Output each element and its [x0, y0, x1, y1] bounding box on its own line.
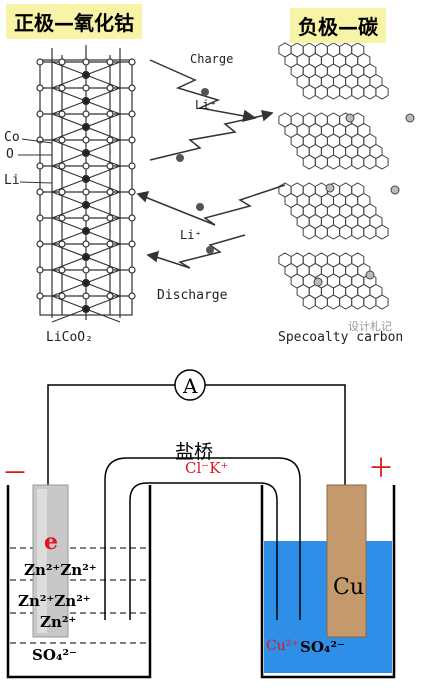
cu-electrode-label: Cu — [333, 575, 365, 600]
right-sulfate-label: SO₄²⁻ — [300, 638, 345, 656]
zn-ions-row-2: Zn²⁺Zn²⁺ — [18, 592, 91, 610]
left-beaker — [6, 485, 152, 679]
licoo2-lattice — [36, 45, 136, 323]
li-ion-dot — [206, 246, 214, 254]
licoo2-caption: LiCoO₂ — [46, 330, 93, 345]
li-ion-label-upper: Li⁺ — [195, 98, 217, 112]
positive-terminal: ＋ — [368, 454, 395, 484]
ammeter-label: A — [183, 374, 198, 398]
left-title: 正极—氧化钴 — [6, 4, 142, 39]
watermark: 设计札记 — [348, 320, 392, 333]
carbon-caption: Specoalty carbon — [278, 330, 404, 345]
atom-label-co: Co — [4, 130, 20, 145]
galvanic-cell-illustration — [6, 369, 396, 679]
cu-ion-label: Cu²⁺ — [266, 638, 299, 654]
li-ion-illustration — [18, 42, 415, 323]
li-ion-dot — [176, 154, 184, 162]
salt-bridge-label: 盐桥 — [175, 441, 214, 463]
carbon-layers — [278, 42, 415, 310]
charge-label: Charge — [190, 52, 234, 66]
negative-terminal: － — [2, 459, 29, 489]
right-beaker — [260, 485, 396, 679]
zn-ions-row-1: Zn²⁺Zn²⁺ — [24, 561, 97, 579]
atom-label-li: Li — [4, 173, 20, 188]
right-title: 负极—碳 — [290, 8, 386, 43]
cu-electrode — [326, 484, 367, 638]
bridge-ions-label: Cl⁻K⁺ — [185, 459, 229, 477]
ammeter-circle — [174, 369, 206, 401]
discharge-label: Discharge — [157, 288, 228, 303]
left-sulfate-label: SO₄²⁻ — [32, 646, 77, 664]
li-ion-diagram: 正极—氧化钴 负极—碳 Charge Li⁺ Li⁺ Discharge Co … — [4, 4, 415, 345]
galvanic-cell-diagram: A － ＋ 盐桥 Cl⁻K⁺ e Zn²⁺Zn²⁺ Zn²⁺Zn²⁺ Zn²⁺ … — [0, 355, 441, 690]
electron-label: e — [44, 529, 58, 555]
ion-arrows — [136, 59, 286, 269]
zn-ions-row-3: Zn²⁺ — [40, 613, 77, 631]
li-ion-dot — [196, 203, 204, 211]
salt-bridge-tube — [104, 457, 301, 620]
li-ion-label-lower: Li⁺ — [180, 228, 202, 242]
li-ion-dot — [201, 88, 209, 96]
atom-label-o: O — [6, 147, 14, 162]
